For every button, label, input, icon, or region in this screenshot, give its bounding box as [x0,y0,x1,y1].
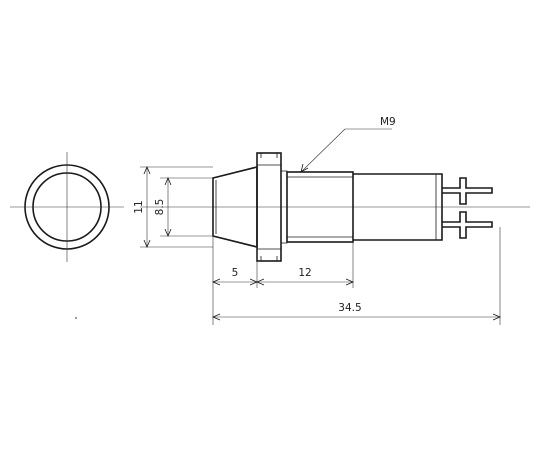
outer-diameter-label: 11 [133,200,145,213]
head-length-label: 5 [232,267,239,279]
dimension-lines [140,128,502,325]
thread-length-label: 12 [298,267,311,279]
rear-housing [353,173,443,241]
solder-terminals [442,177,493,239]
stray-dot [75,317,77,319]
front-view [10,152,124,262]
overall-length-label: 34.5 [338,302,361,314]
side-view [140,152,530,262]
inner-diameter-label: 8.5 [154,199,166,216]
thread-label: M9 [380,116,396,128]
threaded-body [286,171,354,243]
